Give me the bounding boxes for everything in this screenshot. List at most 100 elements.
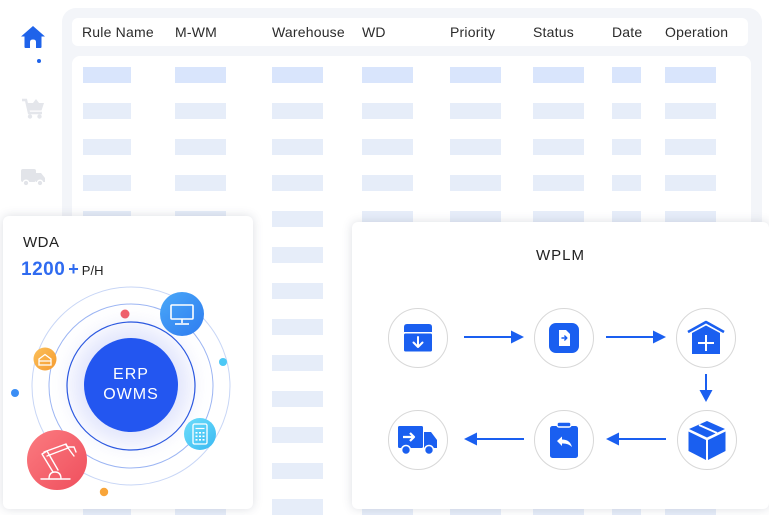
table-cell-placeholder xyxy=(362,139,413,155)
table-cell-placeholder xyxy=(612,139,641,155)
table-cell-placeholder xyxy=(665,103,716,119)
flow-arrow-left xyxy=(464,432,524,446)
wda-metric: 1200 + P/H xyxy=(21,259,103,281)
table-cell-placeholder xyxy=(272,355,323,371)
table-cell-placeholder xyxy=(83,103,131,119)
step-storage[interactable] xyxy=(676,308,736,368)
wda-metric-plus: + xyxy=(68,259,79,279)
sidebar-item-cart[interactable] xyxy=(20,95,46,121)
table-cell-placeholder xyxy=(533,67,584,83)
delivery-truck-icon xyxy=(398,426,437,456)
table-cell-placeholder xyxy=(272,499,323,515)
table-cell-placeholder xyxy=(83,139,131,155)
wda-title: WDA xyxy=(23,234,60,251)
erp-owms-hub: ERP OWMS xyxy=(84,338,178,432)
sidebar xyxy=(8,8,62,503)
table-cell-placeholder xyxy=(83,67,131,83)
table-cell-placeholder xyxy=(612,103,641,119)
orbit-inner xyxy=(66,321,196,451)
table-cell-placeholder xyxy=(175,67,226,83)
step-return[interactable] xyxy=(534,410,594,470)
table-cell-placeholder xyxy=(450,103,501,119)
orbit-dot-blue xyxy=(11,389,19,397)
warehouse-add-icon xyxy=(687,320,725,354)
table-cell-placeholder xyxy=(272,67,323,83)
table-cell-placeholder xyxy=(450,139,501,155)
package-icon xyxy=(688,421,726,460)
table-cell-placeholder xyxy=(450,67,501,83)
hub-label-owms: OWMS xyxy=(103,386,159,403)
table-row[interactable] xyxy=(72,67,751,83)
orbit-middle xyxy=(48,303,214,469)
table-cell-placeholder xyxy=(612,67,641,83)
flow-arrow-right xyxy=(464,330,524,344)
wda-metric-value: 1200 xyxy=(21,259,66,280)
wplm-card: WPLM xyxy=(352,222,769,509)
table-cell-placeholder xyxy=(362,175,413,191)
warehouse-icon xyxy=(33,347,57,371)
wplm-title: WPLM xyxy=(536,247,585,264)
table-cell-placeholder xyxy=(450,175,501,191)
table-cell-placeholder xyxy=(272,211,323,227)
flow-arrow-down xyxy=(699,374,713,402)
monitor-icon xyxy=(160,292,204,336)
wda-metric-unit: P/H xyxy=(81,263,104,278)
sidebar-item-delivery[interactable] xyxy=(20,163,46,189)
table-cell-placeholder xyxy=(362,103,413,119)
table-cell-placeholder xyxy=(175,103,226,119)
step-shipping[interactable] xyxy=(388,410,448,470)
active-indicator-dot xyxy=(37,59,41,63)
flow-arrow-right xyxy=(606,330,666,344)
table-cell-placeholder xyxy=(272,175,323,191)
table-cell-placeholder xyxy=(272,319,323,335)
table-cell-placeholder xyxy=(533,175,584,191)
orbit-outer xyxy=(31,286,231,486)
table-cell-placeholder xyxy=(362,67,413,83)
column-header-priority[interactable]: Priority xyxy=(450,24,496,40)
table-header: Rule Name M-WM Warehouse WD Priority Sta… xyxy=(72,18,748,46)
table-cell-placeholder xyxy=(272,139,323,155)
calculator-icon xyxy=(184,418,216,450)
table-cell-placeholder xyxy=(665,175,716,191)
step-inbound[interactable] xyxy=(388,308,448,368)
orbit-dot-cyan xyxy=(219,358,227,366)
table-cell-placeholder xyxy=(665,67,716,83)
table-cell-placeholder xyxy=(175,175,226,191)
table-row[interactable] xyxy=(72,103,751,119)
table-row[interactable] xyxy=(72,139,751,155)
column-header-rule-name[interactable]: Rule Name xyxy=(82,24,154,40)
column-header-m-wm[interactable]: M-WM xyxy=(175,24,218,40)
table-row[interactable] xyxy=(72,175,751,191)
column-header-wd[interactable]: WD xyxy=(362,24,386,40)
orbit-diagram xyxy=(11,286,231,497)
orbit-dot-orange xyxy=(99,487,109,497)
table-cell-placeholder xyxy=(175,139,226,155)
table-cell-placeholder xyxy=(272,247,323,263)
hub-label-erp: ERP xyxy=(113,366,149,383)
table-cell-placeholder xyxy=(272,463,323,479)
table-cell-placeholder xyxy=(612,175,641,191)
column-header-date[interactable]: Date xyxy=(612,24,643,40)
table-cell-placeholder xyxy=(665,139,716,155)
column-header-warehouse[interactable]: Warehouse xyxy=(272,24,345,40)
table-cell-placeholder xyxy=(272,103,323,119)
step-document[interactable] xyxy=(534,308,594,368)
wda-card: WDA 1200 + P/H xyxy=(3,216,253,509)
table-cell-placeholder xyxy=(272,427,323,443)
cart-icon xyxy=(22,98,44,119)
column-header-status[interactable]: Status xyxy=(533,24,574,40)
table-cell-placeholder xyxy=(533,139,584,155)
table-cell-placeholder xyxy=(272,391,323,407)
orbit-dot-red xyxy=(120,309,130,319)
step-package[interactable] xyxy=(677,410,737,470)
column-header-operation[interactable]: Operation xyxy=(665,24,729,40)
sidebar-item-home[interactable] xyxy=(20,24,46,50)
table-cell-placeholder xyxy=(533,103,584,119)
inbound-box-icon xyxy=(404,324,432,352)
robot-arm-icon xyxy=(27,430,87,490)
home-icon xyxy=(21,26,45,48)
flow-arrow-left xyxy=(606,432,666,446)
document-icon xyxy=(549,323,579,353)
table-cell-placeholder xyxy=(83,175,131,191)
return-clipboard-icon xyxy=(550,421,578,458)
